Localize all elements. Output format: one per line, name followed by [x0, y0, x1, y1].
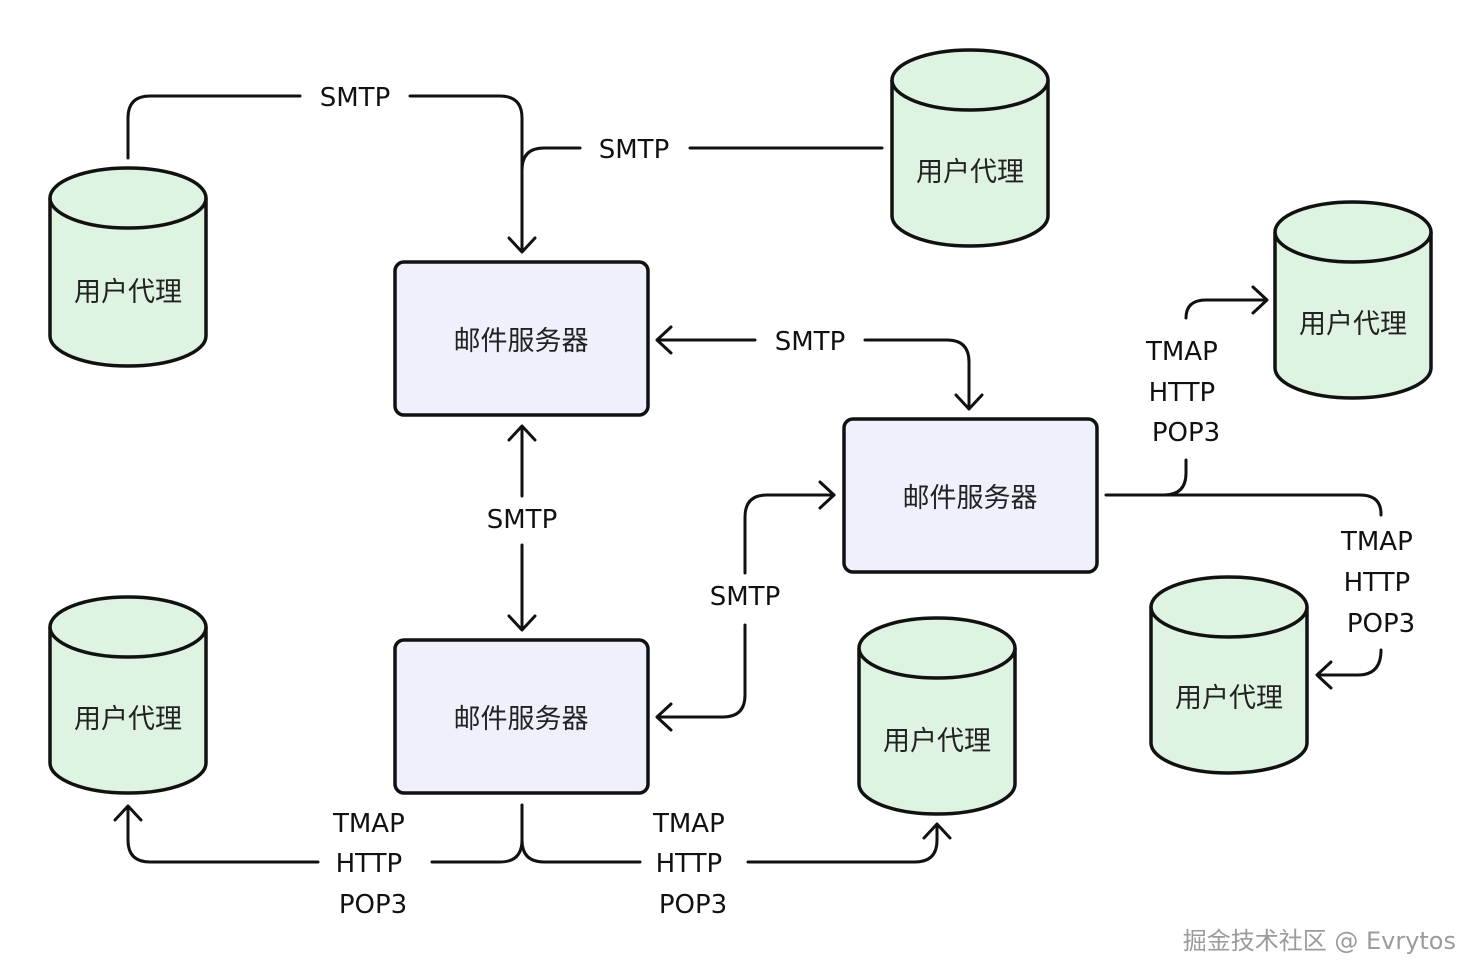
user-agent-label: 用户代理 [1175, 683, 1283, 714]
mail-server-node-3: 邮件服务器 [842, 417, 1099, 574]
user-agent-node-1: 用户代理 [48, 166, 208, 368]
edge-label-server2-agent3: TMAP HTTP POP3 [332, 809, 413, 920]
arrowhead-server3-top [954, 393, 984, 411]
mail-server-node-2: 邮件服务器 [393, 638, 650, 795]
arrowhead-server1-bottom [507, 424, 537, 442]
protocol-line: POP3 [339, 890, 407, 920]
cylinder-body [48, 198, 208, 368]
edge-label-agent1-server1: SMTP [320, 83, 391, 113]
edge-label-agent2-server1: SMTP [599, 135, 670, 165]
mail-server-node-1: 邮件服务器 [393, 260, 650, 417]
cylinder-top [890, 48, 1050, 112]
edge-label-server3-agent6: TMAP HTTP POP3 [1340, 527, 1421, 639]
cylinder-body [1149, 607, 1309, 775]
protocol-line: HTTP [336, 849, 403, 879]
edge-label-server1-server2: SMTP [487, 505, 558, 535]
cylinder-top [1149, 575, 1309, 639]
protocol-line: POP3 [1347, 609, 1415, 639]
cylinder-top [857, 616, 1017, 680]
user-agent-node-2: 用户代理 [890, 48, 1050, 248]
edge-server2-agent4 [520, 824, 939, 864]
edge-server1-server3 [658, 338, 971, 409]
server-label: 邮件服务器 [454, 704, 589, 735]
user-agent-node-4: 用户代理 [857, 616, 1017, 816]
edge-label-server3-server2: SMTP [710, 582, 781, 612]
arrowhead-agent4-bottom [922, 822, 952, 840]
cylinder-body [1273, 232, 1433, 400]
edge-server2-agent3 [126, 803, 524, 864]
server-box [842, 417, 1099, 574]
edge-label-server3-agent5: TMAP HTTP POP3 [1145, 337, 1226, 448]
cylinder-body [48, 627, 208, 795]
cylinder-top [1273, 200, 1433, 264]
user-agent-label: 用户代理 [1299, 309, 1407, 340]
edge-server3-agent6 [1162, 493, 1383, 677]
arrowhead-agent6-right [1315, 660, 1333, 690]
user-agent-node-3: 用户代理 [48, 595, 208, 795]
server-label: 邮件服务器 [903, 483, 1038, 514]
cylinder-body [890, 80, 1050, 248]
user-agent-label: 用户代理 [916, 157, 1024, 188]
protocol-line: HTTP [656, 849, 723, 879]
cylinder-top [48, 595, 208, 659]
protocol-line: TMAP [652, 809, 725, 839]
edge-label-server2-agent4: TMAP HTTP POP3 [652, 809, 733, 920]
edge-label-server1-server3: SMTP [775, 327, 846, 357]
server-box [393, 638, 650, 795]
connectors [113, 94, 1383, 864]
user-agent-label: 用户代理 [74, 704, 182, 735]
protocol-line: POP3 [1152, 418, 1220, 448]
arrowhead-server3-left [818, 480, 836, 510]
edge-server3-server2 [658, 493, 836, 719]
protocol-line: POP3 [659, 890, 727, 920]
watermark: 掘金技术社区 @ Evrytos [1182, 927, 1456, 955]
protocol-line: HTTP [1344, 568, 1411, 598]
arrowhead-server1-right [655, 325, 673, 355]
arrowhead-server1-top-1 [507, 236, 537, 254]
arrowhead-agent3-bottom [113, 804, 143, 822]
protocol-line: TMAP [1340, 527, 1413, 557]
user-agent-node-5: 用户代理 [1273, 200, 1433, 400]
protocol-line: HTTP [1149, 378, 1216, 408]
user-agent-label: 用户代理 [883, 726, 991, 757]
cylinder-top [48, 166, 208, 230]
edge-agent1-server1 [126, 94, 524, 252]
server-label: 邮件服务器 [454, 326, 589, 357]
arrowhead-server2-right [655, 702, 673, 732]
user-agent-node-6: 用户代理 [1149, 575, 1309, 775]
edge-agent2-server1 [520, 146, 884, 172]
user-agent-label: 用户代理 [74, 277, 182, 308]
arrowhead-agent5-left [1251, 285, 1269, 315]
edge-labels: SMTP SMTP SMTP SMTP SMTP TMAP HTTP POP3 … [320, 83, 1421, 920]
cylinder-body [857, 648, 1017, 816]
protocol-line: TMAP [1145, 337, 1218, 367]
server-box [393, 260, 650, 417]
protocol-line: TMAP [332, 809, 405, 839]
arrowhead-server2-top [507, 614, 537, 632]
